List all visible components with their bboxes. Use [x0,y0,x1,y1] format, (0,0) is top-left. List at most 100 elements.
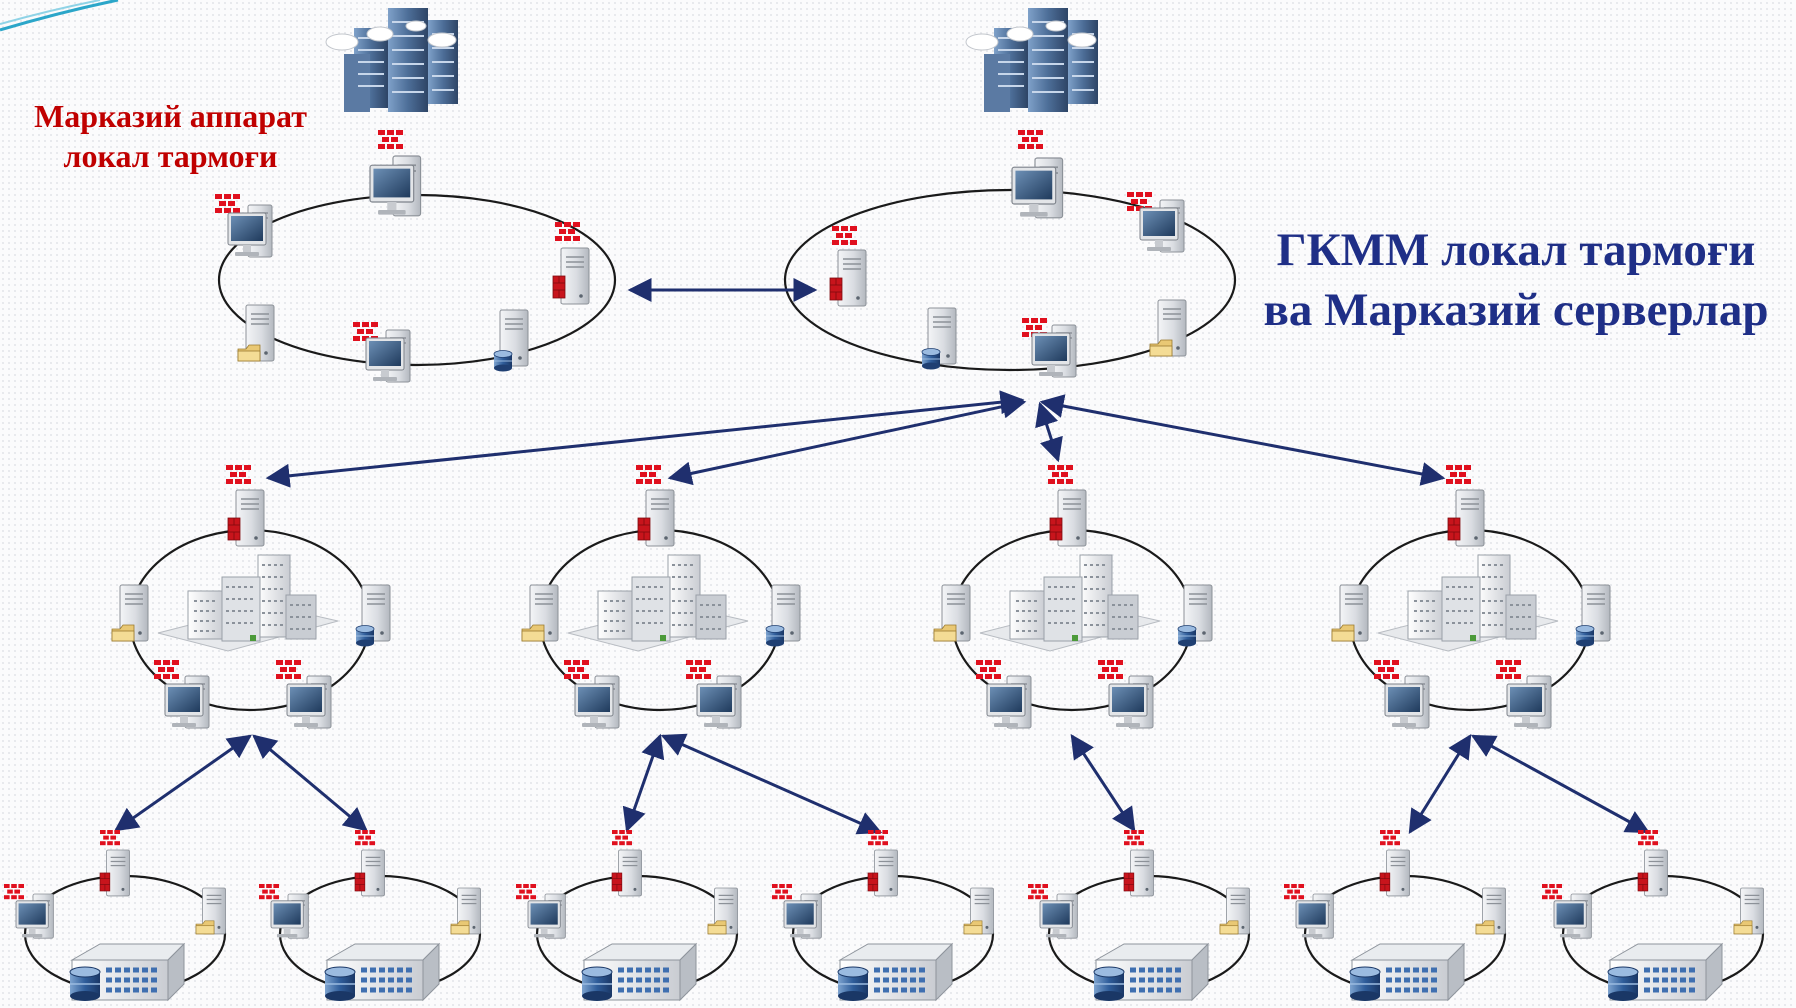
firewall-server-icon [1050,490,1086,546]
firewall-brick-icon [259,884,279,900]
firewall-brick-icon [4,884,24,900]
firewall-brick-icon [555,222,580,241]
desktop-computer-icon [365,329,411,383]
desktop-computer-icon [270,893,310,939]
link-arrow [667,394,1027,486]
firewall-brick-icon [1048,465,1073,484]
firewall-server-icon [1124,850,1154,896]
local-network [772,830,995,1001]
firewall-brick-icon [868,830,888,846]
local-network [516,830,739,1001]
desktop-computer-icon [696,675,742,729]
link-arrow [660,733,883,835]
firewall-server-icon [100,850,130,896]
datacenter-building-icon [70,944,184,1001]
firewall-brick-icon [154,660,179,679]
city-icon [325,7,459,113]
firewall-brick-icon [832,226,857,245]
folder-server-icon [934,585,970,641]
desktop-computer-icon [1506,675,1552,729]
regional-network [1332,465,1610,729]
link-arrow [1035,401,1063,463]
local-network [1284,830,1507,1001]
database-cylinder-icon [1576,585,1610,647]
firewall-brick-icon [378,130,403,149]
link-arrow [1039,394,1446,486]
firewall-server-icon [638,490,674,546]
local-network [1542,830,1765,1001]
central-label-line1: Марказий аппарат [34,98,307,134]
regional-network [112,465,390,729]
link-arrow [114,734,252,832]
firewall-brick-icon [215,194,240,213]
firewall-brick-icon [1018,130,1043,149]
corner-accent-line [0,0,101,25]
local-network [1028,830,1251,1001]
desktop-computer-icon [1039,893,1079,939]
datacenter-building-icon [1094,944,1208,1001]
link-arrow [1470,734,1651,834]
desktop-computer-icon [527,893,567,939]
link-arrow [1408,733,1472,835]
local-network [4,830,227,1001]
firewall-server-icon [612,850,642,896]
folder-server-icon [112,585,148,641]
firewall-brick-icon [1028,884,1048,900]
desktop-computer-icon [1139,199,1185,253]
folder-server-icon [1332,585,1368,641]
regional-network [522,465,800,729]
desktop-computer-icon [986,675,1032,729]
corner-accent-line [0,0,119,32]
firewall-brick-icon [976,660,1001,679]
city-icon [965,7,1099,113]
database-cylinder-icon [356,585,390,647]
firewall-server-icon [1638,850,1668,896]
database-cylinder-icon [922,308,956,370]
firewall-brick-icon [1380,830,1400,846]
link-arrow [622,733,665,833]
firewall-brick-icon [226,465,251,484]
desktop-computer-icon [574,675,620,729]
office-buildings-icon [979,554,1161,652]
datacenter-building-icon [838,944,952,1001]
firewall-brick-icon [1638,830,1658,846]
firewall-brick-icon [686,660,711,679]
firewall-brick-icon [100,830,120,846]
link-arrow [1070,733,1136,833]
central-apparatus-label: Марказий аппарат локал тармоғи [8,96,333,176]
desktop-computer-icon [369,155,422,217]
firewall-brick-icon [1496,660,1521,679]
central-apparatus-network [215,7,617,383]
firewall-server-icon [1380,850,1410,896]
folder-server-icon [238,305,274,361]
database-cylinder-icon [494,310,528,372]
firewall-brick-icon [1446,465,1471,484]
desktop-computer-icon [1108,675,1154,729]
desktop-computer-icon [1384,675,1430,729]
office-buildings-icon [157,554,339,652]
firewall-brick-icon [1284,884,1304,900]
gkmm-label-line2: ва Марказий серверлар [1263,284,1769,336]
desktop-computer-icon [1011,157,1064,219]
link-arrow [252,734,368,832]
firewall-server-icon [228,490,264,546]
link-arrows [114,278,1651,835]
database-cylinder-icon [766,585,800,647]
firewall-brick-icon [355,830,375,846]
firewall-brick-icon [276,660,301,679]
desktop-computer-icon [783,893,823,939]
central-label-line2: локал тармоғи [63,138,278,174]
office-buildings-icon [1377,554,1559,652]
gkmm-label: ГКММ локал тармоғи ва Марказий серверлар [1238,220,1794,340]
desktop-computer-icon [15,893,55,939]
firewall-brick-icon [772,884,792,900]
desktop-computer-icon [1295,893,1335,939]
local-network [259,830,482,1001]
firewall-brick-icon [1542,884,1562,900]
firewall-server-icon [553,248,589,304]
firewall-brick-icon [636,465,661,484]
firewall-brick-icon [612,830,632,846]
gkmm-label-line1: ГКММ локал тармоғи [1276,224,1756,276]
firewall-brick-icon [1098,660,1123,679]
